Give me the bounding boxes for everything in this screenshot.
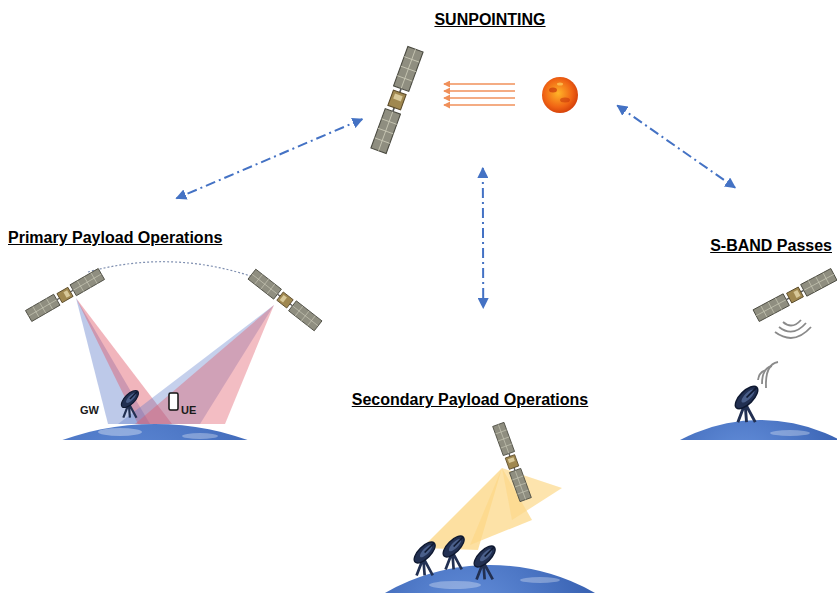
- mode-group: S-BAND Passes: [652, 190, 832, 440]
- signal-arc: [783, 320, 801, 326]
- mode-heading: Primary Payload Operations: [8, 200, 331, 248]
- earth: [279, 565, 701, 593]
- transition-arrow: [482, 168, 484, 308]
- mode-group: Secondary Payload Operations: [316, 312, 624, 593]
- cloud: [770, 430, 810, 436]
- gateway-dish: [119, 388, 142, 418]
- satellite: [493, 422, 532, 501]
- earth-globe: [279, 565, 701, 593]
- earth-globe: [0, 424, 431, 440]
- beam-blue: [118, 305, 274, 424]
- mode-heading: Secondary Payload Operations: [316, 312, 624, 410]
- ground-terminal-label: GW: [80, 404, 99, 417]
- mode-group: SUNPOINTING: [366, 4, 614, 164]
- ground-dish: [471, 543, 499, 580]
- signal-waves: [758, 362, 778, 388]
- sun-spot: [557, 83, 563, 86]
- beams: [422, 468, 562, 550]
- sun-ray: [444, 83, 515, 84]
- sun-disc: [542, 77, 578, 113]
- sun-ray: [444, 97, 515, 98]
- ground-dish: [411, 539, 439, 576]
- beam-red: [135, 305, 274, 424]
- satellite: [753, 269, 837, 322]
- user-phone: [169, 393, 178, 410]
- signal-waves: [775, 320, 811, 338]
- cloud: [98, 428, 142, 436]
- mode-group: Primary Payload Operations: [8, 200, 331, 440]
- signal-arc: [766, 362, 778, 388]
- satellite: [248, 269, 322, 331]
- satellite: [25, 269, 104, 322]
- sun-ray: [444, 90, 515, 91]
- ground-dish: [440, 533, 468, 570]
- signal-arc: [775, 327, 811, 338]
- cloud: [182, 433, 218, 439]
- sun-spot: [549, 88, 557, 93]
- transition-arrow: [617, 105, 735, 187]
- ground-dish: [732, 383, 762, 423]
- transition-arrow: [176, 119, 362, 198]
- sun: [542, 77, 578, 113]
- sun-spot: [560, 98, 570, 103]
- ground-terminal-label: UE: [181, 404, 196, 417]
- mode-heading: SUNPOINTING: [366, 4, 614, 30]
- satellite: [371, 46, 423, 153]
- beams: [76, 298, 274, 424]
- sun-rays: [444, 84, 515, 105]
- orbit-arc: [88, 262, 262, 280]
- earth-globe: [590, 420, 837, 440]
- earth: [0, 424, 431, 440]
- signal-arc: [779, 323, 806, 332]
- cloud: [429, 581, 481, 589]
- earth: [590, 420, 837, 440]
- mode-heading: S-BAND Passes: [652, 190, 832, 256]
- sun-ray: [444, 104, 515, 105]
- cloud: [520, 577, 560, 583]
